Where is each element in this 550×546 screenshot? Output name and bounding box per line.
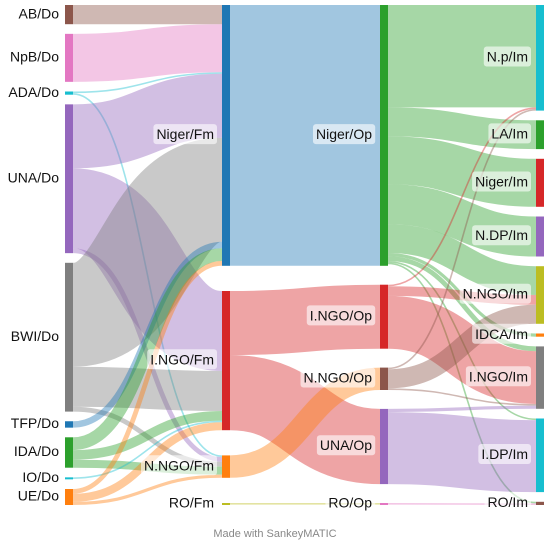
sankey-node bbox=[536, 5, 544, 111]
sankey-label-background bbox=[306, 305, 376, 326]
sankey-node bbox=[380, 503, 388, 505]
sankey-link bbox=[72, 24, 223, 82]
sankey-node-label: Niger/Im bbox=[475, 174, 528, 190]
sankey-node-label: BWI/Do bbox=[11, 328, 59, 344]
sankey-node bbox=[65, 104, 73, 254]
sankey-node bbox=[222, 291, 230, 431]
sankey-node-label: TFP/Do bbox=[11, 415, 59, 431]
sankey-node bbox=[65, 477, 73, 480]
sankey-nodes bbox=[65, 5, 544, 505]
sankey-node bbox=[536, 333, 544, 337]
sankey-node bbox=[536, 216, 544, 257]
sankey-label-background bbox=[478, 444, 531, 465]
sankey-label-background bbox=[459, 283, 531, 304]
sankey-label-background bbox=[472, 171, 531, 192]
sankey-node bbox=[222, 455, 230, 478]
sankey-node bbox=[65, 33, 73, 82]
footer-credit: Made with SankeyMATIC bbox=[213, 528, 336, 540]
sankey-link bbox=[387, 256, 537, 352]
sankey-label-background bbox=[472, 323, 531, 344]
sankey-node bbox=[65, 421, 73, 428]
sankey-node-label: IDA/Do bbox=[14, 443, 59, 459]
sankey-link bbox=[72, 93, 223, 457]
sankey-node bbox=[536, 158, 544, 207]
sankey-node bbox=[536, 120, 544, 150]
sankey-node bbox=[65, 5, 73, 25]
sankey-label-background bbox=[165, 492, 217, 513]
sankey-link bbox=[72, 366, 223, 411]
sankey-link bbox=[72, 248, 223, 451]
sankey-node bbox=[222, 5, 230, 266]
sankey-node bbox=[380, 408, 388, 485]
sankey-link bbox=[387, 304, 537, 389]
sankey-label-background bbox=[465, 366, 531, 387]
sankey-node-label: RO/Fm bbox=[169, 495, 214, 511]
sankey-node bbox=[536, 266, 544, 324]
sankey-node-label: I.NGO/Op bbox=[310, 307, 372, 323]
sankey-node-label: RO/Im bbox=[488, 494, 528, 510]
sankey-node bbox=[380, 5, 388, 266]
sankey-label-background bbox=[141, 455, 217, 476]
sankey-label-background bbox=[316, 435, 376, 456]
sankey-node-label: UNA/Op bbox=[320, 437, 372, 453]
sankey-link bbox=[72, 474, 223, 505]
sankey-link bbox=[72, 73, 223, 169]
sankey-node-label: N.NGO/Im bbox=[463, 286, 528, 302]
sankey-link bbox=[387, 224, 537, 295]
sankey-node-label: N.DP/Im bbox=[475, 227, 528, 243]
sankey-link bbox=[72, 72, 223, 94]
sankey-node-label: N.p/Im bbox=[487, 49, 528, 65]
sankey-node bbox=[222, 503, 230, 505]
sankey-link bbox=[387, 107, 537, 287]
sankey-link bbox=[387, 261, 537, 421]
sankey-node-label: RO/Op bbox=[328, 495, 372, 511]
sankey-node-label: IO/Do bbox=[22, 469, 59, 485]
sankey-node-label: I.DP/Im bbox=[481, 446, 528, 462]
sankey-node bbox=[536, 346, 544, 409]
sankey-node-label: NpB/Do bbox=[10, 49, 59, 65]
sankey-node-label: IDCA/Im bbox=[475, 326, 528, 342]
sankey-label-background bbox=[300, 367, 376, 388]
sankey-labels: AB/DoNpB/DoADA/DoUNA/DoBWI/DoTFP/DoIDA/D… bbox=[8, 5, 531, 513]
sankey-node bbox=[65, 437, 73, 468]
sankey-node bbox=[65, 489, 73, 505]
sankey-link bbox=[72, 420, 223, 479]
sankey-label-background bbox=[488, 123, 531, 144]
sankey-node bbox=[536, 501, 544, 505]
sankey-node-label: N.NGO/Op bbox=[304, 370, 373, 386]
sankey-node bbox=[380, 284, 388, 349]
sankey-node bbox=[380, 367, 388, 390]
sankey-node-label: Niger/Op bbox=[316, 126, 372, 142]
sankey-node bbox=[65, 262, 73, 412]
sankey-label-background bbox=[484, 492, 531, 513]
sankey-link bbox=[387, 109, 537, 370]
sankey-node-label: N.NGO/Fm bbox=[144, 457, 214, 473]
sankey-links bbox=[67, 4, 538, 505]
sankey-node-label: I.NGO/Fm bbox=[150, 351, 214, 367]
sankey-node-label: Niger/Fm bbox=[156, 126, 214, 142]
sankey-node-label: I.NGO/Im bbox=[469, 368, 528, 384]
sankey-node-label: ADA/Do bbox=[8, 84, 59, 100]
sankey-label-background bbox=[153, 124, 217, 145]
sankey-node-label: AB/Do bbox=[19, 5, 60, 21]
sankey-node bbox=[536, 418, 544, 493]
sankey-link bbox=[72, 261, 223, 494]
sankey-label-background bbox=[312, 124, 376, 145]
sankey-link bbox=[387, 388, 537, 406]
sankey-node-label: LA/Im bbox=[491, 125, 528, 141]
sankey-label-background bbox=[147, 349, 217, 370]
sankey-link bbox=[67, 137, 228, 367]
sankey-link bbox=[387, 262, 537, 504]
sankey-link bbox=[69, 168, 226, 371]
sankey-label-background bbox=[325, 492, 376, 513]
sankey-link bbox=[72, 411, 223, 460]
sankey-node-label: UE/Do bbox=[18, 488, 59, 504]
sankey-node-label: UNA/Do bbox=[8, 169, 60, 185]
sankey-label-background bbox=[483, 46, 531, 67]
sankey-node bbox=[65, 91, 73, 95]
sankey-link bbox=[72, 241, 223, 428]
sankey-label-background bbox=[472, 225, 531, 246]
sankey-link bbox=[387, 405, 537, 413]
